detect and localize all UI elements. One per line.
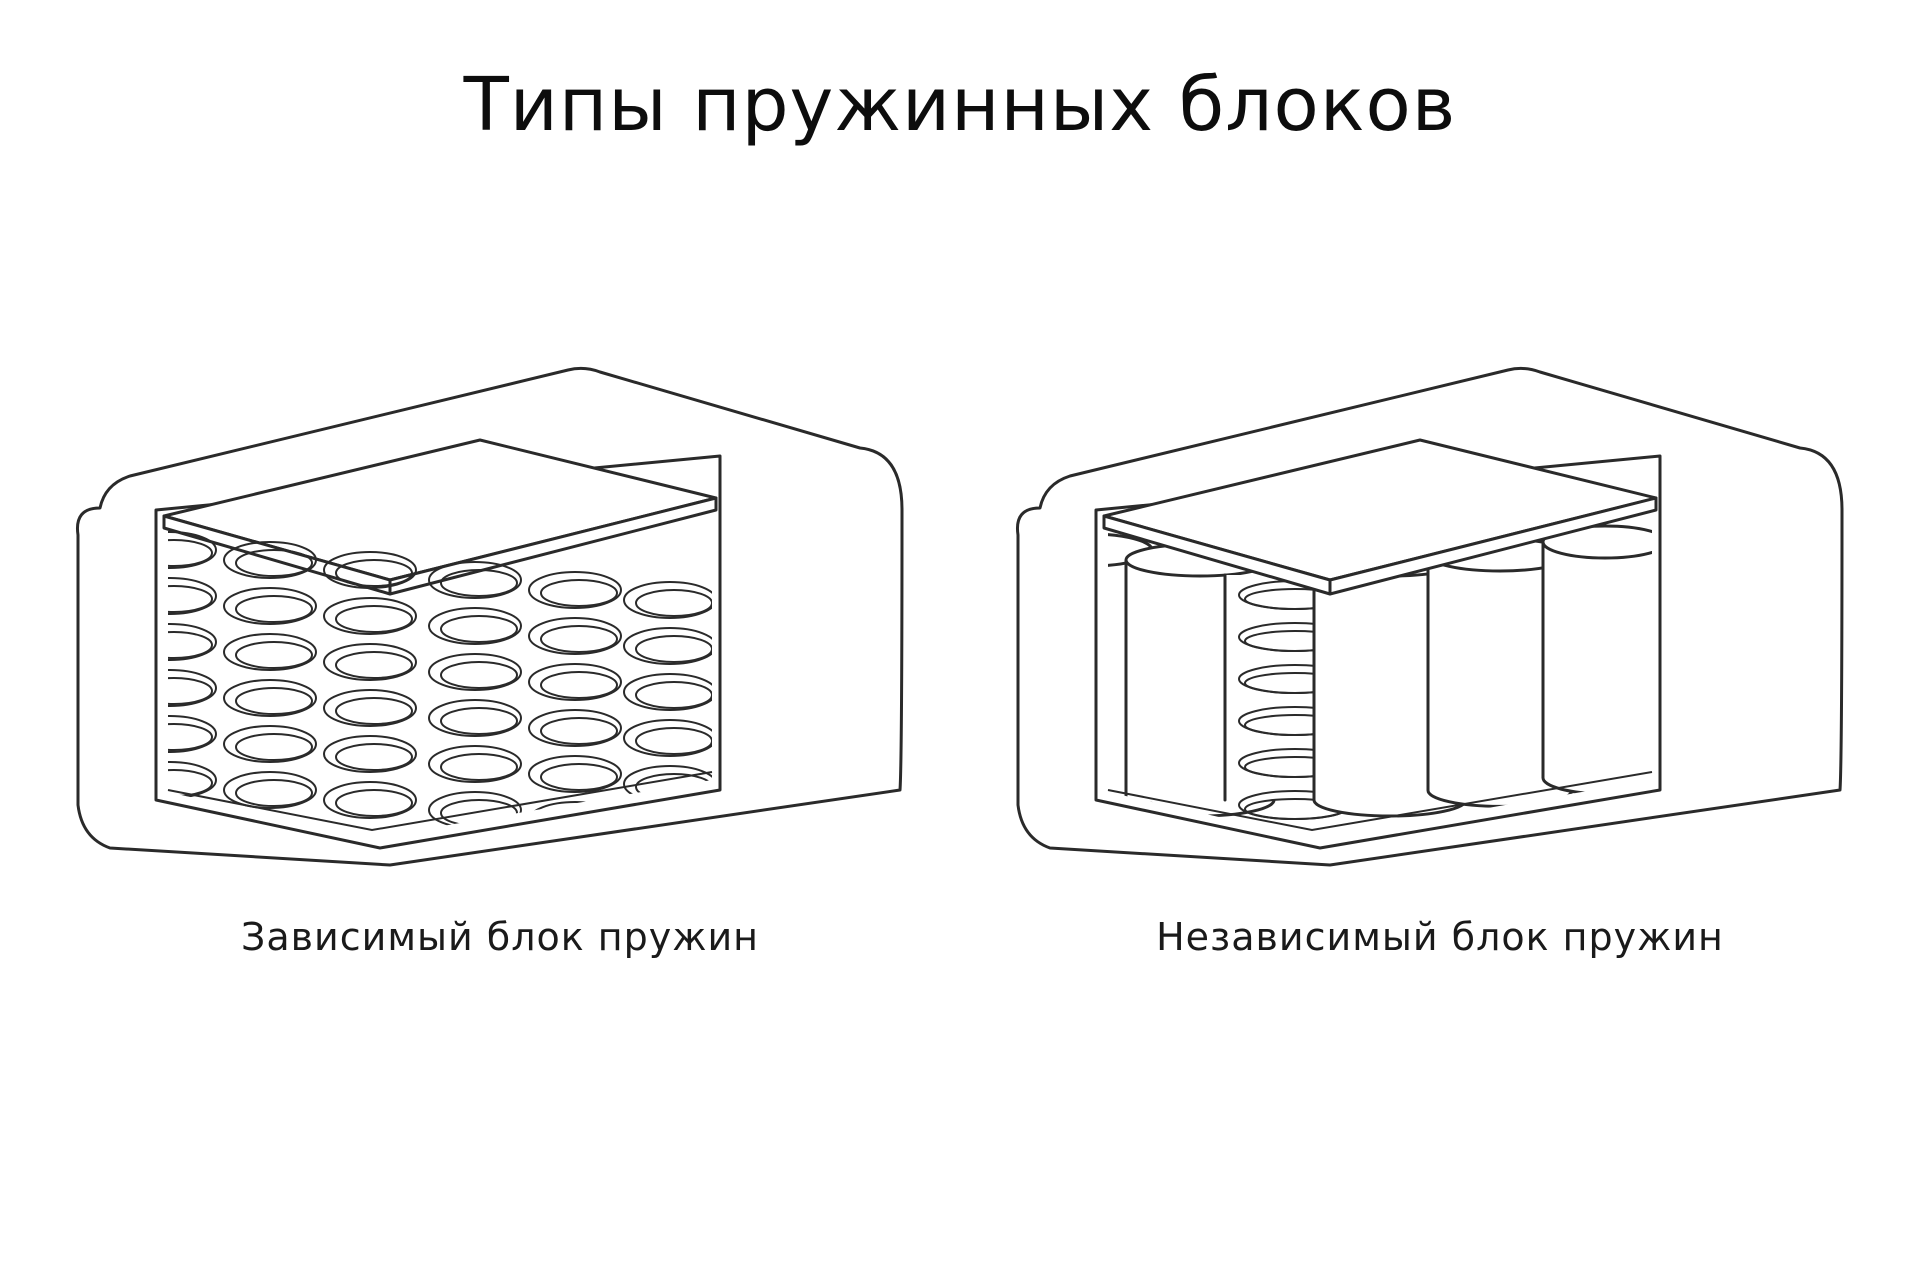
cutaway-frame xyxy=(1094,454,1662,850)
coil-loop xyxy=(323,597,417,635)
coil-loop xyxy=(528,663,622,701)
pocket-top xyxy=(1541,524,1652,560)
coil-loop xyxy=(235,687,313,715)
top-layer xyxy=(162,438,718,582)
coil-loop xyxy=(440,615,518,643)
coil-loop xyxy=(223,725,317,763)
coil-loop xyxy=(540,579,618,607)
coil-loop xyxy=(168,723,213,751)
coil-loop xyxy=(323,551,417,589)
coil-loop xyxy=(540,763,618,791)
coil-loop xyxy=(235,641,313,669)
pocket-cylinder xyxy=(1541,542,1652,796)
coil-loop xyxy=(335,605,413,633)
connected-springs xyxy=(168,531,712,838)
coil-loop xyxy=(540,625,618,653)
caption-independent: Независимый блок пружин xyxy=(1156,915,1724,959)
coil-loop xyxy=(335,743,413,771)
caption-dependent: Зависимый блок пружин xyxy=(240,915,759,959)
coil-loop xyxy=(540,717,618,745)
coil-loop xyxy=(168,715,217,753)
coil-loop xyxy=(528,709,622,747)
coil-loop xyxy=(623,719,712,757)
coil-loop xyxy=(528,755,622,793)
coil-loop xyxy=(323,735,417,773)
coil-loop xyxy=(235,595,313,623)
coil-loop xyxy=(223,587,317,625)
coil-loop xyxy=(223,633,317,671)
coil-loop xyxy=(168,539,213,567)
coil-loop xyxy=(168,585,213,613)
coil-loop xyxy=(335,559,413,587)
coil-loop xyxy=(440,753,518,781)
coil-loop xyxy=(323,689,417,727)
coil-loop xyxy=(235,549,313,577)
coil-loop xyxy=(440,707,518,735)
coil-loop xyxy=(440,661,518,689)
cutaway-frame xyxy=(154,454,722,850)
coil-loop xyxy=(323,643,417,681)
coil-loop xyxy=(428,745,522,783)
coil-loop xyxy=(440,799,518,827)
coil-loop xyxy=(235,733,313,761)
coil-loop xyxy=(528,571,622,609)
coil-loop xyxy=(635,681,712,709)
coil-loop xyxy=(223,541,317,579)
independent-spring-block-illustration xyxy=(1000,360,1880,900)
coil-loop xyxy=(540,671,618,699)
coil-loop xyxy=(168,669,217,707)
coil-loop xyxy=(623,627,712,665)
coil-loop xyxy=(235,779,313,807)
coil-loop xyxy=(428,653,522,691)
coil-loop xyxy=(428,699,522,737)
coil-loop xyxy=(635,589,712,617)
mattress-outline xyxy=(75,366,904,867)
coil-loop xyxy=(428,561,522,599)
coil-loop xyxy=(168,623,217,661)
coil-loop xyxy=(623,581,712,619)
coil-loop xyxy=(223,679,317,717)
mattress-outline xyxy=(1015,366,1844,867)
coil-loop xyxy=(223,771,317,809)
page-title: Типы пружинных блоков xyxy=(463,62,1457,148)
coil-loop xyxy=(168,531,217,569)
coil-loop xyxy=(168,631,213,659)
coil-loop xyxy=(635,727,712,755)
coil-loop xyxy=(623,673,712,711)
coil-loop xyxy=(428,607,522,645)
coil-loop xyxy=(335,789,413,817)
dependent-spring-block-drawing xyxy=(75,366,904,867)
coil-loop xyxy=(440,569,518,597)
coil-loop xyxy=(168,577,217,615)
coil-loop xyxy=(635,635,712,663)
coil-loop xyxy=(335,697,413,725)
coil-loop xyxy=(168,677,213,705)
coil-loop xyxy=(528,617,622,655)
independent-spring-block-drawing xyxy=(1015,366,1844,867)
dependent-spring-block-illustration xyxy=(60,360,940,900)
coil-loop xyxy=(323,781,417,819)
coil-loop xyxy=(335,651,413,679)
